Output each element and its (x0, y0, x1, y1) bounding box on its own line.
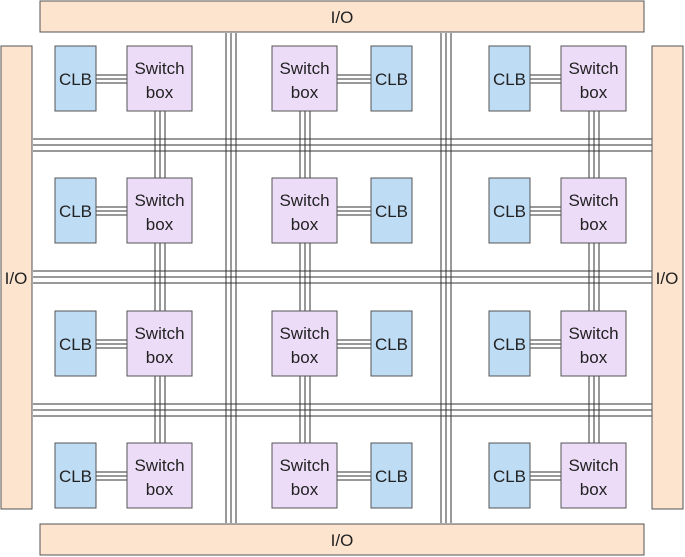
switch-box-label-line1: Switch (134, 456, 184, 475)
vertical-channel (440, 33, 452, 523)
switch-box: Switch box (126, 310, 193, 377)
logic-cell: CLB Switch box (271, 442, 413, 509)
clb-block: CLB (370, 310, 413, 377)
clb-block: CLB (488, 45, 531, 112)
clb-label: CLB (375, 70, 408, 89)
io-block-right: I/O (651, 45, 684, 510)
switch-box-label-line1: Switch (568, 59, 618, 78)
switch-box-label-line1: Switch (568, 191, 618, 210)
switch-box-label-line2: box (146, 215, 174, 234)
switch-box-label-line1: Switch (568, 324, 618, 343)
switch-vertical-wires (299, 111, 311, 443)
clb-block: CLB (488, 177, 531, 244)
io-label: I/O (331, 8, 354, 27)
switch-box-label-line2: box (580, 215, 608, 234)
switch-box-label-line2: box (580, 83, 608, 102)
switch-box-label-line2: box (291, 215, 319, 234)
switch-vertical-wires (588, 111, 600, 443)
logic-cell: CLB Switch box (488, 45, 627, 112)
switch-box: Switch box (271, 442, 338, 509)
io-label: I/O (656, 269, 679, 288)
switch-box-label-line2: box (146, 480, 174, 499)
routing-channels (33, 33, 652, 523)
io-label: I/O (331, 531, 354, 550)
io-block-left: I/O (0, 45, 33, 510)
io-label: I/O (5, 269, 28, 288)
clb-label: CLB (375, 335, 408, 354)
switch-box-label-line1: Switch (568, 456, 618, 475)
clb-label: CLB (375, 202, 408, 221)
switch-box-label-line2: box (291, 83, 319, 102)
switch-box-label-line2: box (580, 348, 608, 367)
switch-box: Switch box (126, 442, 193, 509)
switch-box: Switch box (560, 45, 627, 112)
clb-label: CLB (59, 467, 92, 486)
switch-box: Switch box (271, 310, 338, 377)
logic-cell: CLB Switch box (488, 177, 627, 244)
switch-box: Switch box (271, 177, 338, 244)
clb-block: CLB (488, 442, 531, 509)
logic-cell: CLB Switch box (271, 45, 413, 112)
clb-label: CLB (59, 70, 92, 89)
switch-box-label-line1: Switch (279, 456, 329, 475)
switch-box-label-line2: box (291, 348, 319, 367)
horizontal-channel (33, 138, 652, 152)
clb-block: CLB (370, 45, 413, 112)
clb-block: CLB (54, 177, 97, 244)
logic-cell: CLB Switch box (271, 310, 413, 377)
switch-box-label-line2: box (146, 83, 174, 102)
horizontal-channel (33, 270, 652, 284)
switch-box-label-line2: box (580, 480, 608, 499)
switch-box-label-line1: Switch (279, 191, 329, 210)
clb-block: CLB (370, 177, 413, 244)
clb-label: CLB (375, 467, 408, 486)
io-block-top: I/O (39, 0, 645, 33)
switch-box: Switch box (560, 442, 627, 509)
logic-cells: CLBSwitchboxCLBSwitchboxCLBSwitchboxCLBS… (54, 45, 627, 509)
switch-box: Switch box (271, 45, 338, 112)
io-block-bottom: I/O (39, 523, 645, 556)
switch-box-label-line1: Switch (279, 59, 329, 78)
clb-label: CLB (493, 202, 526, 221)
logic-cell: CLB Switch box (54, 45, 193, 112)
logic-cell: CLB Switch box (271, 177, 413, 244)
vertical-channel (225, 33, 237, 523)
switch-box-label-line1: Switch (134, 191, 184, 210)
logic-cell: CLB Switch box (54, 310, 193, 377)
clb-block: CLB (488, 310, 531, 377)
clb-label: CLB (59, 335, 92, 354)
clb-label: CLB (493, 335, 526, 354)
logic-cell: CLB Switch box (54, 442, 193, 509)
logic-cell: CLB Switch box (488, 442, 627, 509)
switch-box: Switch box (560, 177, 627, 244)
clb-block: CLB (54, 442, 97, 509)
switch-box: Switch box (126, 177, 193, 244)
logic-cell: CLB Switch box (54, 177, 193, 244)
horizontal-channel (33, 403, 652, 417)
switch-box-label-line2: box (291, 480, 319, 499)
switch-box-label-line2: box (146, 348, 174, 367)
switch-box-label-line1: Switch (134, 59, 184, 78)
clb-block: CLB (54, 45, 97, 112)
switch-vertical-wires (154, 111, 166, 443)
switch-box-label-line1: Switch (279, 324, 329, 343)
logic-cell: CLB Switch box (488, 310, 627, 377)
switch-box: Switch box (126, 45, 193, 112)
clb-label: CLB (493, 70, 526, 89)
clb-label: CLB (493, 467, 526, 486)
clb-block: CLB (370, 442, 413, 509)
clb-block: CLB (54, 310, 97, 377)
clb-label: CLB (59, 202, 92, 221)
switch-box: Switch box (560, 310, 627, 377)
switch-box-label-line1: Switch (134, 324, 184, 343)
